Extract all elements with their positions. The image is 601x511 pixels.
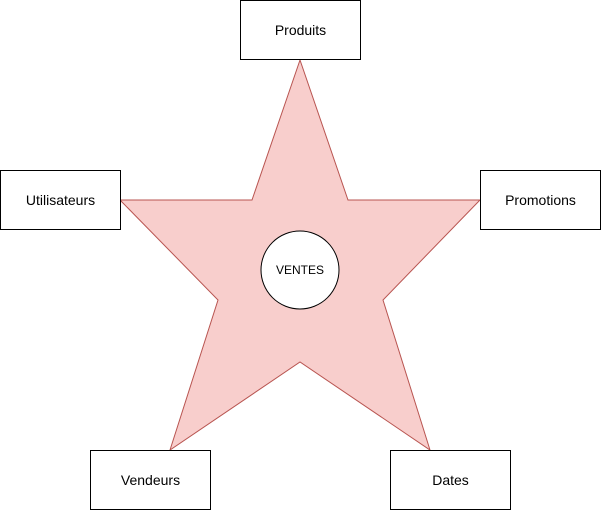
dimension-label: Promotions xyxy=(505,192,576,208)
dimension-label: Utilisateurs xyxy=(26,192,95,208)
fact-table-label: VENTES xyxy=(276,263,324,277)
dimension-box xyxy=(240,0,361,60)
dimension-node-utilisateurs[interactable]: Utilisateurs xyxy=(0,170,121,230)
dimension-node-dates[interactable]: Dates xyxy=(390,450,511,510)
dimension-box xyxy=(90,450,211,510)
dimension-box xyxy=(0,170,121,230)
dimension-node-produits[interactable]: Produits xyxy=(240,0,361,60)
dimension-label: Vendeurs xyxy=(121,472,180,488)
dimension-node-promotions[interactable]: Promotions xyxy=(480,170,601,230)
dimension-label: Dates xyxy=(432,472,469,488)
dimension-box xyxy=(480,170,601,230)
fact-table-circle xyxy=(260,230,340,310)
dimension-box xyxy=(390,450,511,510)
dimension-node-vendeurs[interactable]: Vendeurs xyxy=(90,450,211,510)
fact-table-node[interactable]: VENTES xyxy=(260,230,340,310)
dimension-label: Produits xyxy=(275,22,326,38)
